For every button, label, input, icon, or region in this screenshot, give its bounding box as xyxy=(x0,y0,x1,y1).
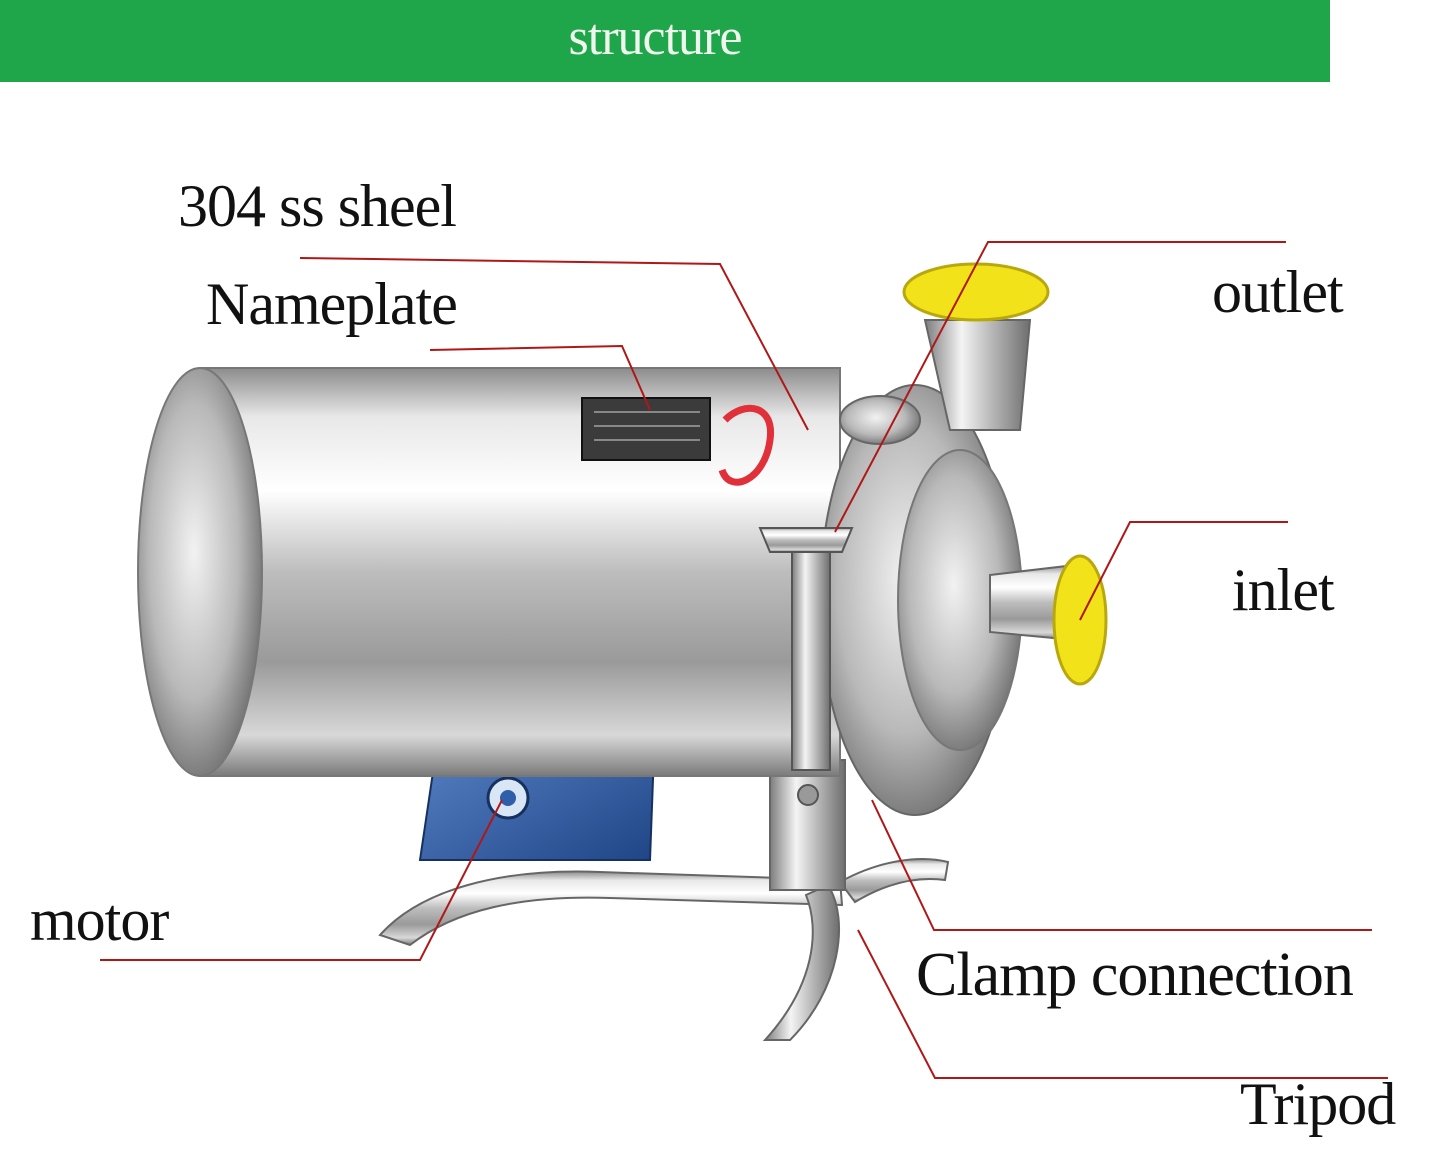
nameplate-plate xyxy=(581,397,774,486)
banner-title: structure xyxy=(568,8,743,66)
label-motor: motor xyxy=(30,887,169,953)
label-outlet: outlet xyxy=(1212,259,1344,325)
leader-shell xyxy=(299,257,809,431)
steel-shell xyxy=(137,367,841,777)
title-banner: structure xyxy=(0,0,1330,82)
leader-nameplate xyxy=(429,344,651,411)
pump-head xyxy=(819,319,1076,816)
label-tripod: Tripod xyxy=(1240,1071,1396,1137)
leader-lines xyxy=(100,241,1388,1079)
leader-motor xyxy=(100,799,503,961)
leader-clamp xyxy=(871,799,1372,931)
label-clamp-connection: Clamp connection xyxy=(916,941,1354,1009)
label-nameplate: Nameplate xyxy=(206,271,458,337)
leader-outlet xyxy=(834,241,1286,533)
label-inlet: inlet xyxy=(1232,557,1335,623)
leader-inlet xyxy=(1079,521,1288,621)
label-304-ss-sheel: 304 ss sheel xyxy=(178,173,457,239)
outlet-cap xyxy=(902,262,1050,322)
clamp xyxy=(758,527,854,806)
leader-tripod xyxy=(857,929,1388,1079)
tripod xyxy=(378,759,950,1041)
